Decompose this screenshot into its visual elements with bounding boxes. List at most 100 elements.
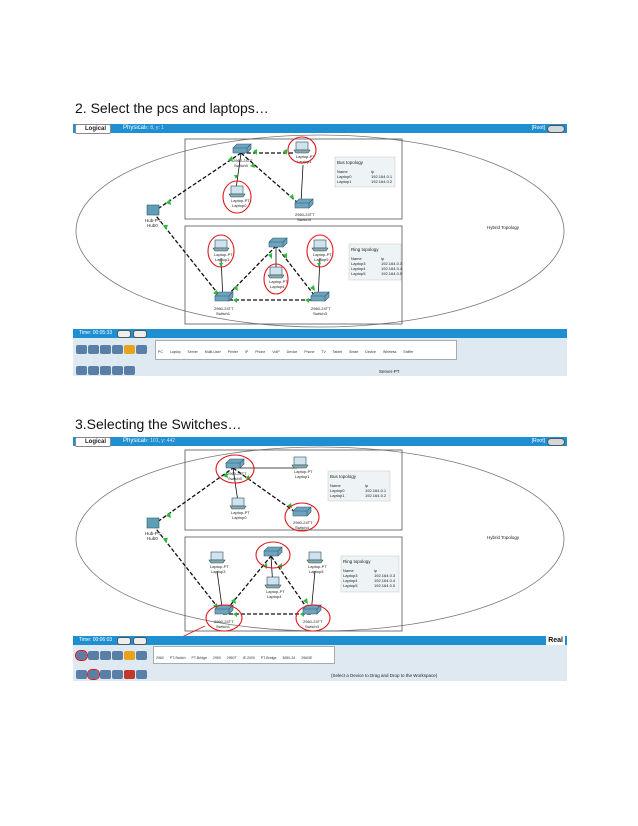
power-cycle-button[interactable]	[117, 637, 131, 645]
wireless-icon[interactable]	[112, 345, 123, 354]
ring-row0-ip: 192.164.0.3	[374, 573, 396, 578]
switch-icon	[214, 458, 322, 615]
annotation-arrow	[182, 625, 206, 636]
end-device-icon[interactable]	[136, 345, 147, 354]
device-type-icons[interactable]	[75, 647, 148, 665]
workspace-toolbar: Logical Physical x: 8, y: 1 [Root]	[73, 124, 567, 134]
laptop0-name: Laptop0	[232, 203, 247, 208]
viewport-toggle[interactable]	[547, 438, 565, 446]
hybrid-ellipse	[75, 134, 565, 328]
phone-icon[interactable]	[112, 670, 123, 679]
power-cycle-button[interactable]	[117, 330, 131, 338]
switch-category-icon[interactable]	[88, 345, 99, 354]
printer-icon[interactable]	[100, 366, 111, 375]
person-icon[interactable]	[124, 670, 135, 679]
cursor-coordinates: x: 101, y: 442	[145, 438, 176, 444]
laptop3-type: Laptop-PT	[210, 564, 229, 569]
laptop-category-icon[interactable]	[88, 366, 99, 375]
physical-tab[interactable]: Physical	[123, 125, 146, 131]
laptop5-type: Laptop-PT	[313, 252, 332, 257]
router-icon[interactable]	[75, 650, 88, 661]
pc-icon[interactable]	[76, 366, 87, 375]
logical-tab[interactable]: Logical	[75, 124, 112, 134]
switch-model-item[interactable]: 2960 PT-Switch PT-Bridge 2950 2950T IE-2…	[156, 656, 313, 660]
laptop4-name: Laptop4	[267, 594, 282, 599]
bus-col-name: Name	[337, 169, 348, 174]
bus-title: Bus topology	[337, 160, 364, 165]
bus-topology-box	[184, 449, 403, 531]
end-device-icon[interactable]	[136, 651, 147, 660]
ring-col-ip: ip	[374, 568, 378, 573]
cloud-icon[interactable]	[136, 670, 147, 679]
hybrid-label: Hybrid Topology	[487, 225, 520, 230]
laptop1-name: Laptop1	[297, 159, 312, 164]
switch3-model: 2960-24TT	[303, 619, 323, 624]
switch-icon	[214, 143, 330, 302]
router-icon[interactable]	[76, 345, 87, 354]
pc-icon[interactable]	[76, 670, 87, 679]
logical-tab[interactable]: Logical	[75, 437, 112, 447]
ring-row2-ip: 192.164.0.5	[374, 583, 396, 588]
laptop5-name: Laptop5	[314, 257, 329, 262]
hub-name: Hub0	[147, 536, 158, 541]
section1-heading: 2. Select the pcs and laptops…	[75, 100, 269, 116]
realtime-bar: Time: 00:06:03 Real	[73, 636, 567, 645]
laptop1-type: Laptop-PT	[294, 469, 313, 474]
fast-forward-button[interactable]	[133, 330, 147, 338]
wireless-icon[interactable]	[112, 651, 123, 660]
laptop5-type: Laptop-PT	[308, 564, 327, 569]
viewport-toggle[interactable]	[547, 125, 565, 133]
laptop5-name: Laptop5	[309, 569, 324, 574]
ring-row1-ip: 192.164.0.4	[381, 266, 403, 271]
connection-icon[interactable]	[124, 345, 135, 354]
hub-category-icon[interactable]	[100, 345, 111, 354]
physical-tab[interactable]: Physical	[123, 438, 146, 444]
bus-title: Bus topology	[330, 474, 357, 479]
bus-row1-name: Laptop1	[330, 493, 345, 498]
switch-category-icon[interactable]	[88, 651, 99, 660]
packet-tracer-screenshot-1: Logical Physical x: 8, y: 1 [Root]	[73, 124, 567, 376]
laptop3-name: Laptop3	[211, 569, 226, 574]
fast-forward-button[interactable]	[133, 637, 147, 645]
bus-col-ip: ip	[371, 169, 375, 174]
ring-row2-ip: 192.164.0.5	[381, 271, 403, 276]
bus-row0-ip: 192.164.0.1	[365, 488, 387, 493]
laptop3-type: Laptop-PT	[214, 252, 233, 257]
hybrid-label: Hybrid Topology	[487, 535, 520, 540]
realtime-mode-label[interactable]: Real	[546, 636, 565, 645]
laptop1-name: Laptop1	[295, 474, 310, 479]
laptop4-type: Laptop-PT	[266, 589, 285, 594]
switch4-model: 2960-24TT	[293, 520, 313, 525]
switch4-name: Switch4	[297, 217, 312, 222]
hub-category-icon[interactable]	[100, 651, 111, 660]
connection-icon[interactable]	[124, 651, 135, 660]
switch4-name: Switch4	[295, 525, 310, 530]
realtime-bar: Time: 00:05:33	[73, 329, 567, 338]
logical-workspace[interactable]: Hub-PT Hub0 2960-24TT Switch0 2960-24TT …	[73, 446, 567, 636]
device-type-icons[interactable]	[76, 341, 148, 359]
device-subtype-icons[interactable]	[76, 666, 148, 684]
selection-circles	[207, 136, 334, 295]
switch0-name: Switch0	[228, 476, 243, 481]
logical-workspace[interactable]: Hub-PT Hub0 2960-24TT Switch0 2960-24TT …	[73, 133, 567, 329]
device-subtype-icons[interactable]	[76, 362, 136, 380]
ring-col-name: Name	[343, 568, 354, 573]
ring-row2-name: Laptop5	[351, 271, 366, 276]
printer-icon[interactable]	[100, 670, 111, 679]
bus-row1-ip: 192.164.0.2	[371, 179, 393, 184]
sim-time: Time: 00:05:33	[79, 330, 113, 336]
packet-tracer-screenshot-2: Logical Physical x: 101, y: 442 [Root]	[73, 437, 567, 681]
switch1-model: 2960-24TT	[214, 306, 234, 311]
phone-icon[interactable]	[112, 366, 123, 375]
ring-row0-ip: 192.164.0.3	[381, 261, 403, 266]
status-hint: (Select a Device to Drag and Drop to the…	[331, 673, 438, 678]
switch-model-list: 2960 PT-Switch PT-Bridge 2950 2950T IE-2…	[153, 646, 335, 664]
cable-links	[152, 467, 312, 615]
device-category-item[interactable]: PC Laptop Server Multi-User Printer IP P…	[158, 350, 414, 354]
switch-subtype-icon[interactable]	[87, 669, 100, 680]
device-panel: Time: 00:06:03 Real 2960 PT-Switch PT-Br…	[73, 636, 567, 681]
person-icon[interactable]	[124, 366, 135, 375]
laptop4-type: Laptop-PT	[269, 279, 288, 284]
ring-row1-ip: 192.164.0.4	[374, 578, 396, 583]
hub-name: Hub0	[147, 223, 158, 228]
